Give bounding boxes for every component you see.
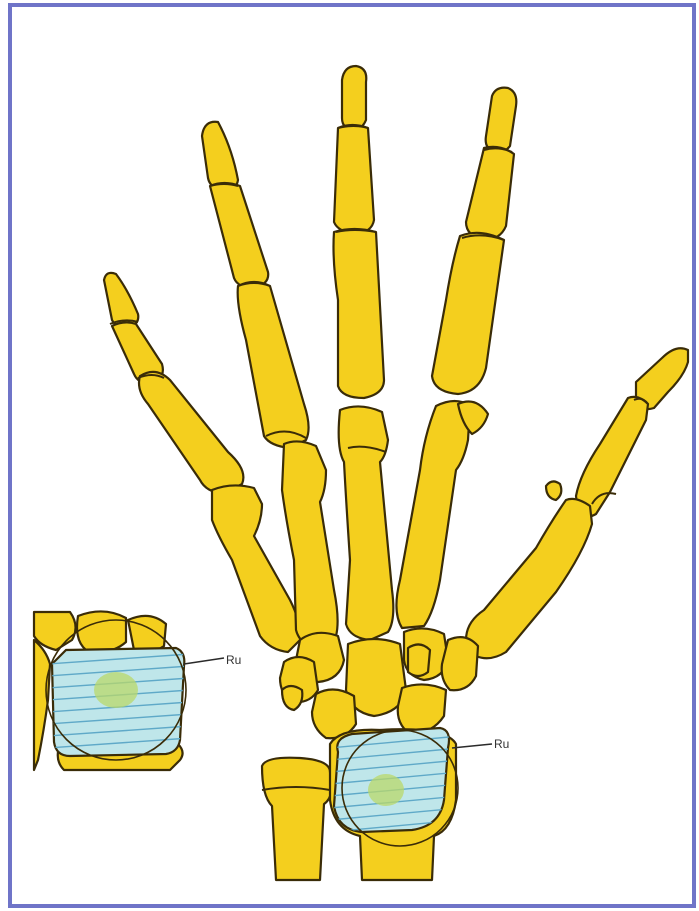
ring-middle-phalanx xyxy=(334,125,374,234)
trapezium-small-bone xyxy=(408,644,430,676)
ring-proximal-phalanx xyxy=(334,229,385,398)
main-label: Ru xyxy=(494,737,509,751)
trapezium-bone xyxy=(442,637,478,690)
ring-distal-phalanx xyxy=(342,66,366,130)
ring-metacarpal xyxy=(339,406,394,640)
inset-label: Ru xyxy=(226,653,241,667)
inset-view xyxy=(32,606,192,770)
